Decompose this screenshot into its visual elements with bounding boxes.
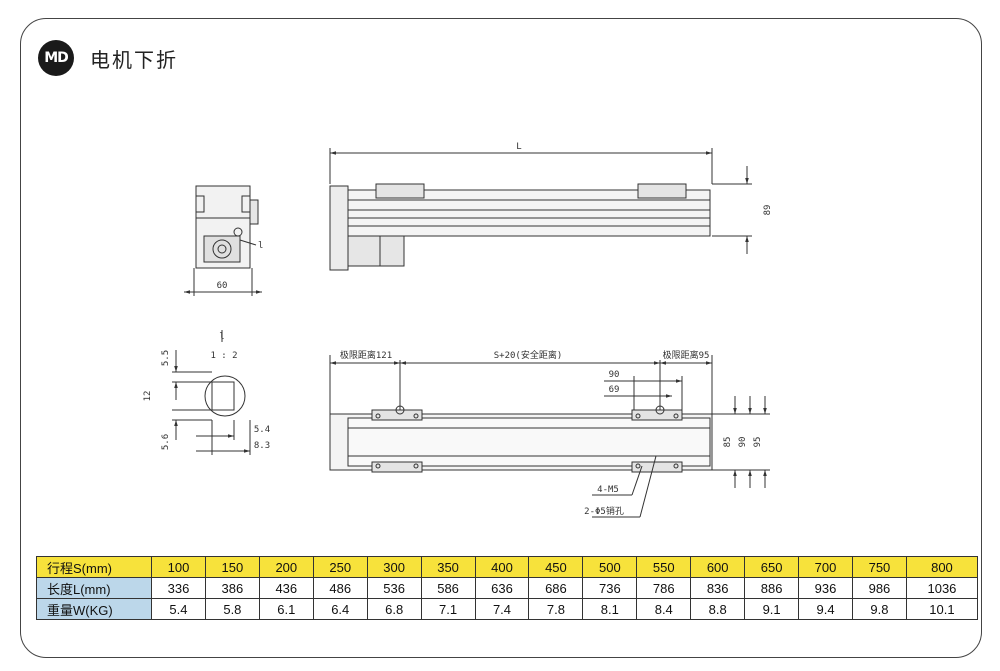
table-cell: 9.8 [851,598,907,620]
table-cell: 786 [636,577,692,599]
detail-scale: 1 : 2 [210,351,237,361]
dim-limit-left: 极限距离121 [340,349,392,361]
table-cell: 600 [690,556,746,578]
page-title: 电机下折 [90,48,178,72]
table-cell: 736 [582,577,638,599]
row-header: 行程S(mm) [36,556,152,578]
table-cell: 986 [851,577,907,599]
table-cell: 400 [474,556,530,578]
dim-90: 90 [609,370,620,380]
table-cell: 1036 [905,577,979,599]
table-cell: 636 [474,577,530,599]
dim-limit-right: 极限距离95 [663,349,710,361]
row-header: 重量W(KG) [36,598,152,620]
table-cell: 586 [420,577,476,599]
detail-label-l: l [219,332,224,342]
table-cell: 6.4 [312,598,368,620]
table-cell: 936 [798,577,853,599]
table-cell: 450 [528,556,584,578]
table-cell: 700 [798,556,853,578]
table-cell: 8.8 [690,598,746,620]
row-header: 长度L(mm) [36,577,152,599]
table-cell: 8.4 [636,598,692,620]
dim-detail-5-5: 5.5 [161,350,171,366]
label-section-l: l [258,241,263,251]
table-cell: 500 [582,556,638,578]
table-cell: 7.8 [528,598,584,620]
table-cell: 5.8 [204,598,260,620]
table-cell: 686 [528,577,584,599]
dim-height-90: 90 [738,437,748,448]
dim-total-length: L [516,142,521,152]
table-cell: 200 [258,556,314,578]
dim-end-width: 60 [217,281,228,291]
table-cell: 350 [420,556,476,578]
page-frame [20,18,982,658]
dim-detail-8-3: 8.3 [254,441,270,451]
dim-stroke-safety: S+20(安全距离) [494,349,563,361]
table-cell: 9.4 [798,598,853,620]
dim-height-85: 85 [723,437,733,448]
table-cell: 6.1 [258,598,314,620]
table-cell: 836 [690,577,746,599]
table-cell: 250 [312,556,368,578]
dim-height: 89 [763,205,773,216]
table-cell: 550 [636,556,692,578]
table-cell: 650 [744,556,800,578]
table-cell: 750 [851,556,907,578]
table-cell: 436 [258,577,314,599]
table-cell: 536 [366,577,422,599]
table-cell: 150 [204,556,260,578]
table-cell: 5.4 [151,598,206,620]
detail-view [172,330,251,455]
note-thread: 4-M5 [597,485,619,495]
dim-detail-5-4: 5.4 [254,425,270,435]
model-badge: MD [38,40,74,76]
table-cell: 7.1 [420,598,476,620]
table-cell: 300 [366,556,422,578]
top-view [329,355,770,518]
table-cell: 100 [151,556,206,578]
dim-detail-12: 12 [143,391,153,402]
note-pin-hole: 2-Φ5销孔 [584,505,624,517]
dim-detail-5-6: 5.6 [161,434,171,450]
table-cell: 386 [204,577,260,599]
table-cell: 486 [312,577,368,599]
table-cell: 7.4 [474,598,530,620]
table-cell: 886 [744,577,800,599]
side-view-top [329,148,752,271]
dim-height-95: 95 [753,437,763,448]
table-cell: 800 [905,556,979,578]
end-view-top [184,185,262,296]
table-cell: 336 [151,577,206,599]
table-cell: 8.1 [582,598,638,620]
dim-69: 69 [609,385,620,395]
table-cell: 9.1 [744,598,800,620]
table-cell: 10.1 [905,598,979,620]
table-cell: 6.8 [366,598,422,620]
